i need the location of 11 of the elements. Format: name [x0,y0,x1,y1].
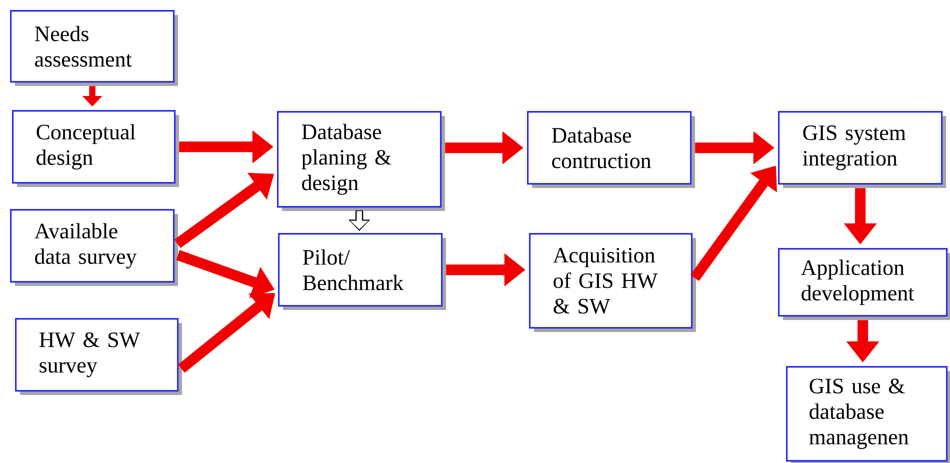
process-box: Conceptual design [12,110,179,187]
process-box: Database contruction [527,111,695,188]
process-box: Available data survey [10,209,178,286]
process-box: GIS system integration [778,111,946,188]
process-box: Pilot/ Benchmark [278,233,446,310]
process-box: GIS use & database managenen [786,366,950,463]
process-box: Needs assessment [10,10,178,86]
process-box: HW & SW survey [15,318,182,395]
process-box: Acquisition of GIS HW & SW [529,233,696,332]
process-box: Database planing & design [277,111,445,211]
process-box: Application development [778,248,950,320]
